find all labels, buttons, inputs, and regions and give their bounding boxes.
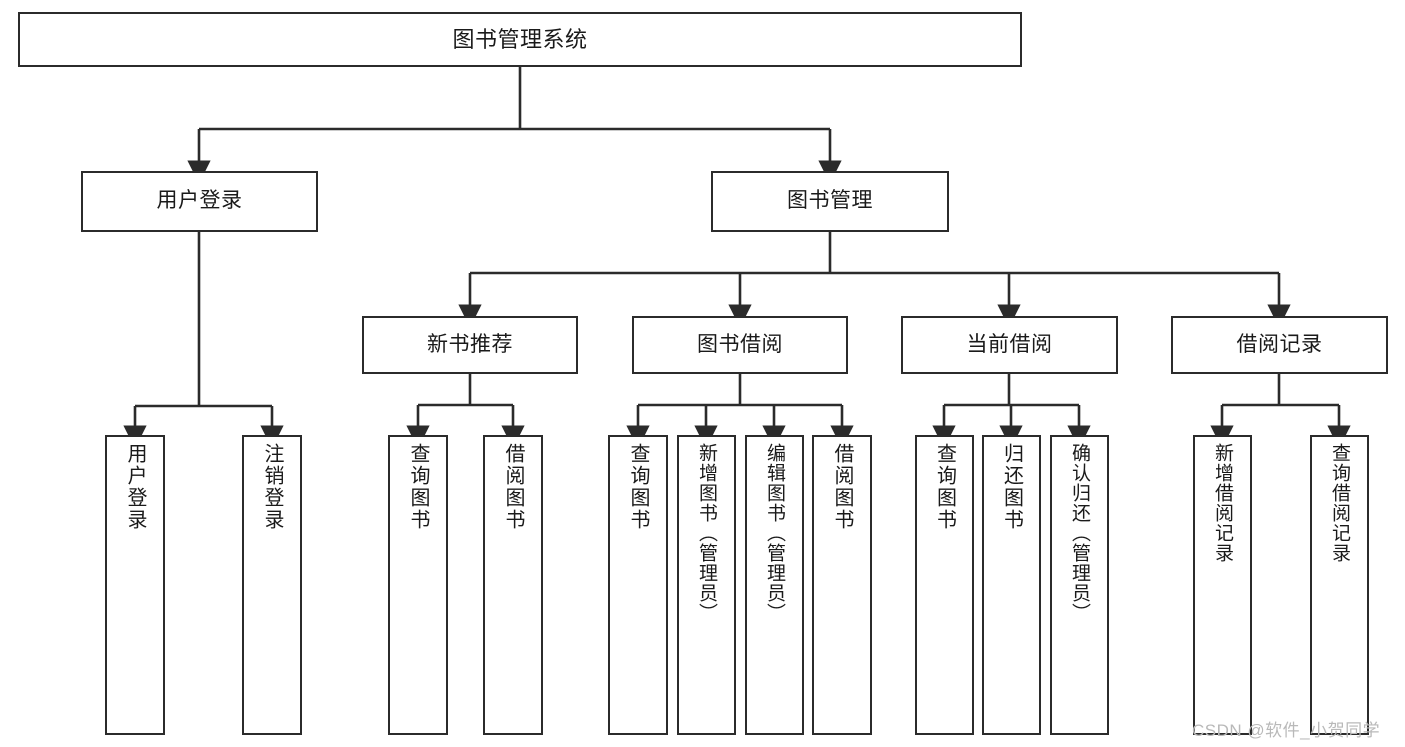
node-label: 当前借阅 (966, 332, 1053, 356)
leaf-node-borrow-book-recommend[interactable]: 借阅图书 (483, 435, 543, 735)
leaf-node-query-book-borrow[interactable]: 查询图书 (608, 435, 668, 735)
node-label: 查询借阅记录 (1329, 443, 1350, 563)
node-label: 图书管理系统 (452, 26, 588, 52)
node-label: 新增借阅记录 (1212, 443, 1233, 563)
node-label: 新增图书（管理员） (696, 443, 717, 623)
node-root-book-management-system[interactable]: 图书管理系统 (18, 12, 1022, 67)
csdn-watermark: CSDN @软件_小贺同学 (1192, 716, 1380, 741)
node-label: 用户登录 (124, 443, 146, 531)
node-book-management[interactable]: 图书管理 (711, 171, 949, 232)
leaf-node-borrow-book[interactable]: 借阅图书 (812, 435, 872, 735)
watermark-text: CSDN @软件_小贺同学 (1192, 721, 1381, 740)
node-book-borrowing[interactable]: 图书借阅 (632, 316, 848, 374)
node-label: 查询图书 (933, 443, 956, 531)
leaf-node-query-book-recommend[interactable]: 查询图书 (388, 435, 448, 735)
leaf-node-user-login[interactable]: 用户登录 (105, 435, 165, 735)
leaf-node-query-book-current[interactable]: 查询图书 (915, 435, 974, 735)
node-label: 注销登录 (261, 443, 283, 531)
leaf-node-edit-book-admin[interactable]: 编辑图书（管理员） (745, 435, 804, 735)
leaf-node-logout[interactable]: 注销登录 (242, 435, 302, 735)
node-borrowing-record[interactable]: 借阅记录 (1171, 316, 1388, 374)
leaf-node-confirm-return-admin[interactable]: 确认归还（管理员） (1050, 435, 1109, 735)
node-label: 图书借阅 (697, 332, 783, 356)
node-label: 借阅记录 (1236, 332, 1323, 356)
leaf-node-add-book-admin[interactable]: 新增图书（管理员） (677, 435, 736, 735)
leaf-node-add-borrow-record[interactable]: 新增借阅记录 (1193, 435, 1252, 735)
node-current-borrowing[interactable]: 当前借阅 (901, 316, 1118, 374)
node-label: 查询图书 (627, 443, 649, 531)
node-label: 新书推荐 (427, 332, 513, 356)
node-user-login[interactable]: 用户登录 (81, 171, 318, 232)
node-label: 图书管理 (787, 189, 873, 213)
node-label: 借阅图书 (502, 443, 524, 531)
leaf-node-query-borrow-record[interactable]: 查询借阅记录 (1310, 435, 1369, 735)
node-label: 确认归还（管理员） (1069, 443, 1090, 623)
node-label: 查询图书 (407, 443, 429, 531)
node-label: 归还图书 (1000, 443, 1023, 531)
node-label: 用户登录 (156, 189, 243, 213)
node-label: 借阅图书 (831, 443, 853, 531)
node-label: 编辑图书（管理员） (764, 443, 785, 623)
leaf-node-return-book[interactable]: 归还图书 (982, 435, 1041, 735)
node-new-book-recommendation[interactable]: 新书推荐 (362, 316, 578, 374)
